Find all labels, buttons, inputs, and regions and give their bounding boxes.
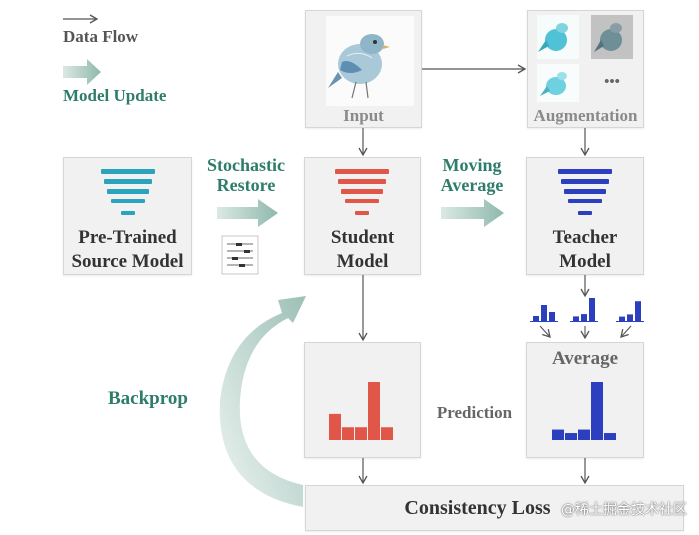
teacher-output-bars-1-bar <box>549 312 555 321</box>
consistency-loss-box <box>305 485 684 531</box>
augmentation-image-2 <box>591 15 633 59</box>
student-prediction-bars-bar <box>329 413 341 440</box>
teacher-average-bars-bar <box>591 382 603 440</box>
moving-average-label-line1: Moving <box>442 155 502 175</box>
prediction-label: Prediction <box>436 403 513 422</box>
source-model-box <box>63 157 192 275</box>
legend-model-update-label: Model Update <box>63 86 167 105</box>
stochastic-restore-label-line2: Restore <box>216 175 276 195</box>
arrows-outputs-to-average <box>539 325 632 340</box>
source-model-label-line2: Source Model <box>71 251 184 272</box>
teacher-model-label-line1: Teacher <box>552 227 618 248</box>
student-model-label-line1: Student <box>330 227 395 248</box>
stochastic-restore-label-line1: Stochastic <box>207 155 285 175</box>
consistency-loss-label: Consistency Loss <box>404 497 551 519</box>
student-prediction-bars-bar <box>342 427 354 440</box>
teacher-output-bars-2 <box>570 298 598 322</box>
student-model-box <box>304 157 421 275</box>
student-model-funnel-icon <box>335 169 389 215</box>
teacher-output-bars-1 <box>530 305 558 322</box>
stochastic-restore-arrow <box>217 199 278 227</box>
moving-average-arrow <box>441 199 504 227</box>
average-label: Average <box>551 348 619 369</box>
student-prediction-bars-bar <box>355 427 367 440</box>
legend-data-flow-label: Data Flow <box>63 27 139 46</box>
teacher-output-bars-3-bar <box>635 301 641 321</box>
teacher-output-bars-2-bar <box>589 298 595 321</box>
teacher-output-bars-2-bar <box>573 316 579 321</box>
watermark: @稀土掘金技术社区 <box>561 502 687 518</box>
bar-groups <box>329 298 644 440</box>
source-model-label-line1: Pre-Trained <box>78 227 177 248</box>
restore-weights-icon <box>221 235 259 275</box>
teacher-model-box <box>526 157 644 275</box>
teacher-output-bars-1-bar <box>541 305 547 321</box>
augmentation-label: Augmentation <box>533 106 638 125</box>
teacher-model-label-line2: Model <box>559 251 611 272</box>
augmentation-image-3 <box>537 64 579 102</box>
student-model-label-line2: Model <box>336 251 389 272</box>
bird-input-image <box>326 16 414 106</box>
teacher-average-bars-bar <box>552 429 564 440</box>
teacher-average-bars-bar <box>565 433 577 440</box>
source-model-funnel-icon <box>101 169 155 215</box>
teacher-output-bars-3-bar <box>619 316 625 321</box>
moving-average-label-line2: Average <box>440 175 504 195</box>
student-prediction-bars <box>329 382 393 440</box>
teacher-output-bars-3-bar <box>627 314 633 321</box>
backprop-arrow <box>219 296 306 507</box>
student-prediction-bars-bar <box>368 382 380 440</box>
teacher-average-bars-bar <box>604 433 616 440</box>
augmentation-more-dots: ••• <box>604 74 620 90</box>
augmentation-image-1 <box>537 15 579 59</box>
input-label: Input <box>343 106 384 125</box>
teacher-output-bars-1-bar <box>533 316 539 321</box>
teacher-output-bars-2-bar <box>581 314 587 321</box>
average-box <box>526 342 644 458</box>
backprop-label: Backprop <box>108 388 188 409</box>
student-prediction-bars-bar <box>381 427 393 440</box>
teacher-output-bars-3 <box>616 301 644 322</box>
teacher-average-bars-bar <box>578 429 590 440</box>
teacher-average-bars <box>552 382 616 440</box>
teacher-model-funnel-icon <box>558 169 612 215</box>
legend-model-update-arrow <box>63 59 101 85</box>
